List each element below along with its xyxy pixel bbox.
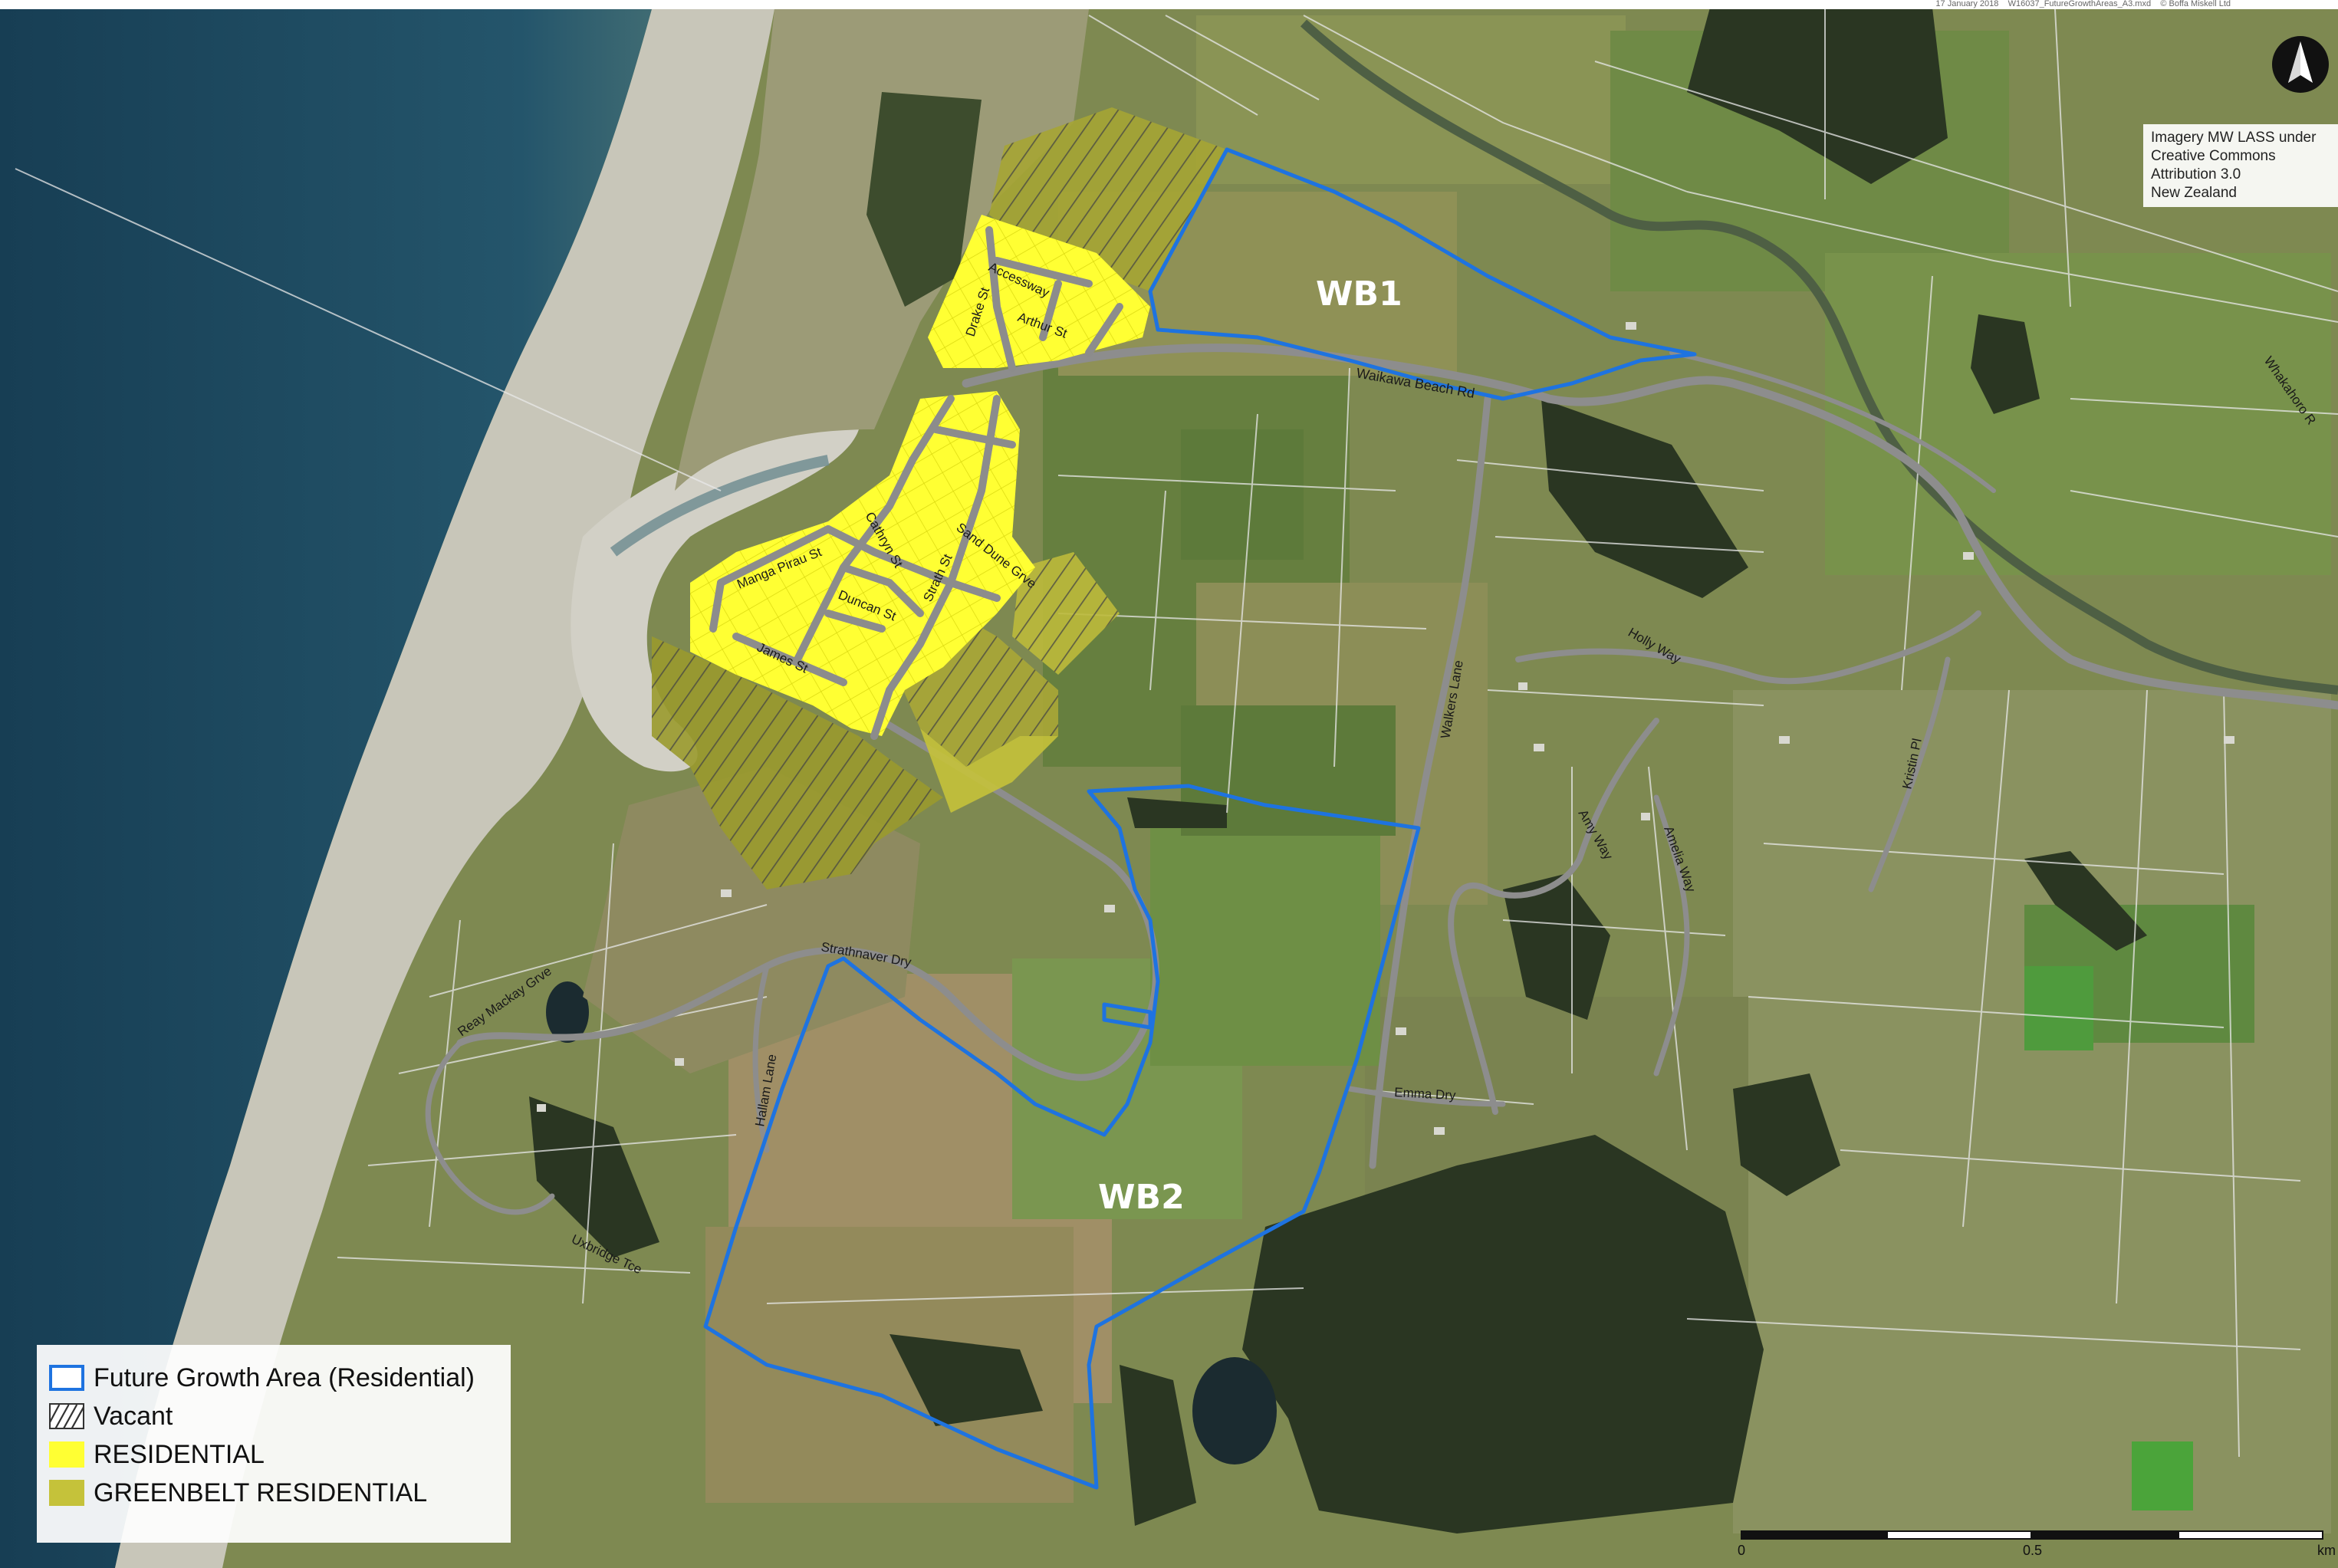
legend-item-residential: RESIDENTIAL <box>49 1435 498 1474</box>
legend-swatch-hatch <box>49 1403 84 1429</box>
legend-swatch-outline <box>49 1365 84 1391</box>
scale-segment <box>2178 1530 2323 1540</box>
legend-label: GREENBELT RESIDENTIAL <box>94 1478 428 1507</box>
holly-way-road <box>1515 610 1981 685</box>
scale-bar: 0 0.5 km <box>1738 1527 2338 1566</box>
waikawa-beach-road <box>962 344 2338 710</box>
future-growth-outlines <box>703 147 1697 1490</box>
map-file-name: W16037_FutureGrowthAreas_A3.mxd <box>2008 0 2152 8</box>
kristin-pl-road <box>1868 656 1951 892</box>
amy-way-road <box>1448 718 1659 1115</box>
imagery-attribution: Imagery MW LASS under Creative Commons A… <box>2143 124 2338 207</box>
map-metadata: 17 January 2018 W16037_FutureGrowthAreas… <box>1935 0 2231 8</box>
growth-area-wb2-outline <box>703 784 1421 1490</box>
street-label-emma-dry: Emma Dry <box>1394 1085 1457 1103</box>
attribution-line: Imagery MW LASS under <box>2151 130 2317 146</box>
legend-item-future-growth: Future Growth Area (Residential) <box>49 1359 498 1397</box>
subdivision-streets <box>709 226 1123 740</box>
area-label-wb2: WB2 <box>1098 1178 1185 1217</box>
houses <box>537 322 2234 1135</box>
emma-dry-road <box>1347 1086 1506 1107</box>
reay-mackay-road <box>425 1040 555 1215</box>
hallam-lane-road <box>752 963 770 1153</box>
roads <box>425 344 2338 1215</box>
map-copyright: © Boffa Miskell Ltd <box>2160 0 2231 8</box>
scale-segment <box>1741 1530 1886 1540</box>
state-highway <box>1669 350 1996 493</box>
legend-label: Future Growth Area (Residential) <box>94 1363 475 1392</box>
map-legend: Future Growth Area (Residential) Vacant … <box>37 1345 511 1543</box>
north-arrow-icon <box>2272 36 2329 93</box>
legend-swatch-greenbelt <box>49 1480 84 1506</box>
attribution-line: Creative Commons <box>2151 148 2276 164</box>
cadastral-lines <box>15 8 2338 1458</box>
legend-label: RESIDENTIAL <box>94 1439 265 1469</box>
map-date: 17 January 2018 <box>1935 0 1999 8</box>
strathnaver-road <box>456 717 1159 1081</box>
walkers-lane-road <box>1369 395 1491 1169</box>
attribution-line: Attribution 3.0 <box>2151 166 2241 182</box>
legend-label: Vacant <box>94 1401 173 1431</box>
river <box>1300 19 2338 695</box>
sea <box>0 9 652 1568</box>
estuary <box>571 429 859 772</box>
legend-item-greenbelt: GREENBELT RESIDENTIAL <box>49 1474 498 1512</box>
growth-area-wb1-outline <box>1148 147 1697 401</box>
amelia-way-road <box>1653 794 1690 1077</box>
scale-segment <box>1886 1530 2032 1540</box>
legend-swatch-residential <box>49 1441 84 1468</box>
scale-label-half: 0.5 <box>2023 1543 2043 1558</box>
legend-item-vacant: Vacant <box>49 1397 498 1435</box>
map-header-strip: 17 January 2018 W16037_FutureGrowthAreas… <box>0 0 2338 9</box>
attribution-line: New Zealand <box>2151 185 2237 201</box>
area-label-wb1: WB1 <box>1316 274 1402 314</box>
scale-label-zero: 0 <box>1738 1543 1746 1558</box>
beach <box>115 9 774 1568</box>
scale-label-unit: km <box>2317 1543 2336 1558</box>
scale-segment <box>2032 1530 2178 1540</box>
